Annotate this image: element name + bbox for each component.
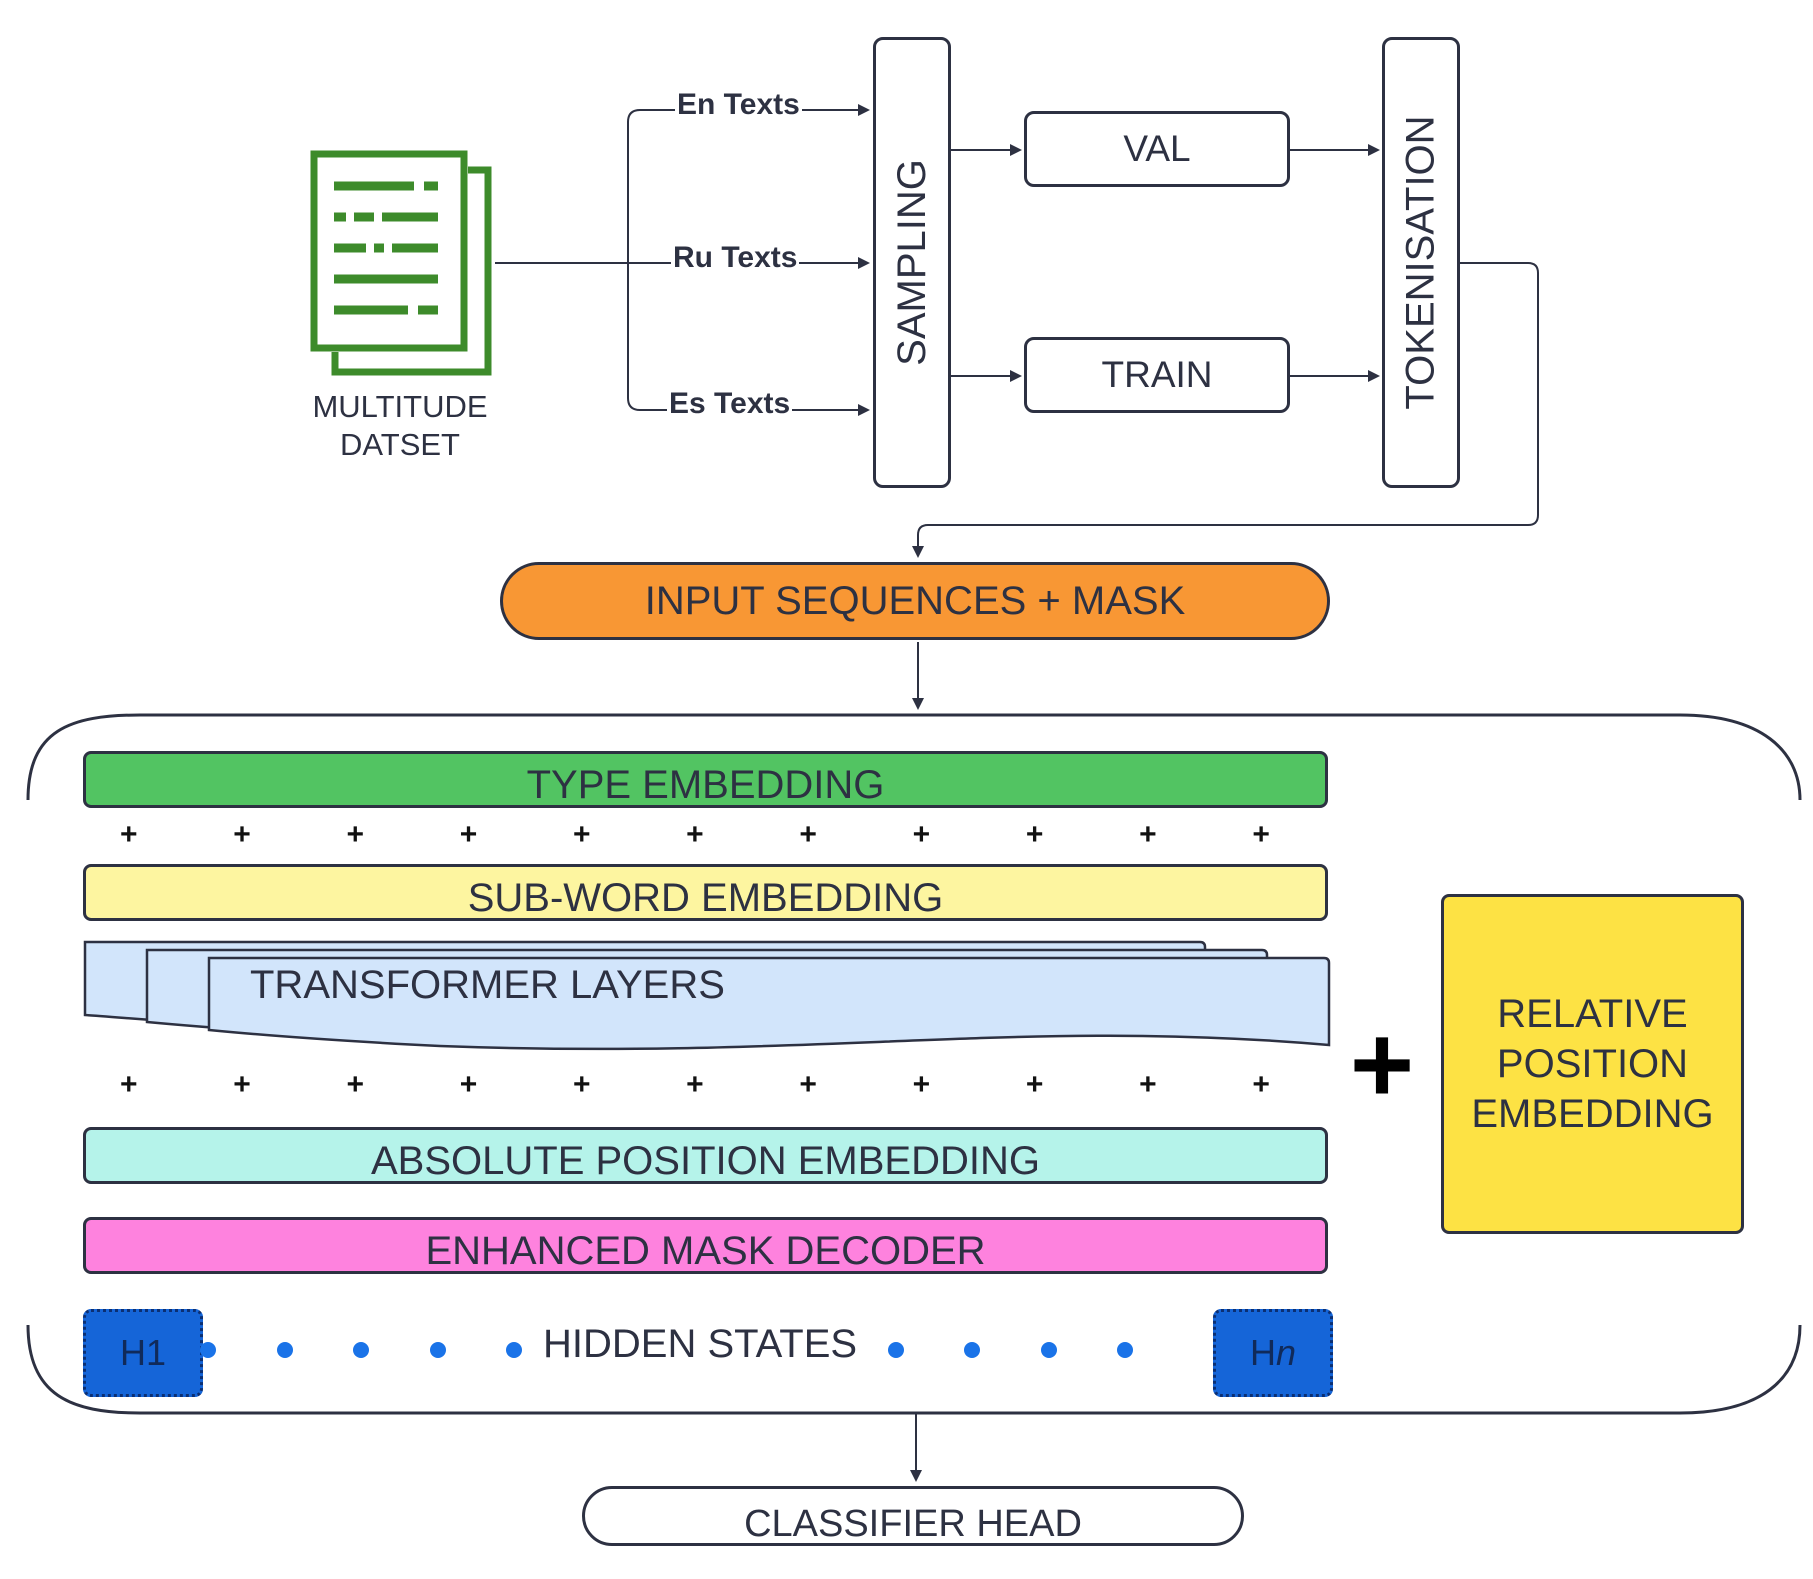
hidden-state-dot [277, 1342, 293, 1358]
hn-suffix: n [1275, 1332, 1297, 1373]
dataset-label: MULTITUDE DATSET [290, 388, 510, 464]
input-sequences-box: INPUT SEQUENCES + MASK [500, 562, 1330, 640]
model-container-top [26, 713, 1802, 801]
plus-sign: + [120, 818, 138, 851]
hidden-state-dot [1117, 1342, 1133, 1358]
plus-row-top: + + + + + + + + + + + [120, 818, 1270, 852]
plus-sign: + [1252, 1068, 1270, 1101]
plus-sign: + [346, 1068, 364, 1101]
plus-row-bottom: + + + + + + + + + + + [120, 1068, 1270, 1102]
relative-line2: POSITION [1496, 1042, 1689, 1086]
enhanced-mask-decoder-bar: ENHANCED MASK DECODER [83, 1217, 1328, 1274]
plus-sign: + [686, 1068, 704, 1101]
es-texts-label: Es Texts [667, 387, 793, 421]
sampling-box: SAMPLING [873, 37, 951, 488]
document-stack-icon [310, 150, 492, 376]
plus-sign: + [459, 1068, 478, 1101]
model-container-bottom [26, 1324, 1802, 1415]
hidden-state-dot [506, 1342, 522, 1358]
plus-sign: + [799, 818, 817, 851]
tokenisation-box: TOKENISATION [1382, 37, 1460, 488]
plus-sign: + [1139, 818, 1157, 851]
transformer-layer-front [207, 956, 1331, 1051]
plus-sign: + [1252, 818, 1270, 851]
hidden-state-h1: H1 [83, 1309, 203, 1397]
hidden-state-dot [964, 1342, 980, 1358]
plus-sign: + [1139, 1068, 1157, 1101]
big-plus-sign: + [1349, 1003, 1415, 1126]
dataset-label-line2: DATSET [340, 427, 460, 462]
plus-sign: + [233, 1068, 251, 1101]
tokenisation-label: TOKENISATION [1398, 115, 1443, 410]
hidden-states-label: HIDDEN STATES [543, 1322, 858, 1366]
ru-texts-label: Ru Texts [671, 241, 800, 275]
plus-sign: + [912, 1068, 931, 1101]
plus-sign: + [686, 818, 704, 851]
train-box: TRAIN [1024, 337, 1290, 413]
transformer-layers-label: TRANSFORMER LAYERS [250, 963, 725, 1007]
hidden-state-dot [1041, 1342, 1057, 1358]
hidden-state-dot [353, 1342, 369, 1358]
plus-sign: + [1025, 1068, 1044, 1101]
plus-sign: + [346, 818, 364, 851]
plus-sign: + [799, 1068, 817, 1101]
relative-position-box: RELATIVE POSITION EMBEDDING [1441, 894, 1744, 1234]
classifier-head-box: CLASSIFIER HEAD [582, 1486, 1244, 1546]
hidden-state-dot [200, 1342, 216, 1358]
plus-sign: + [912, 818, 931, 851]
plus-sign: + [120, 1068, 138, 1101]
hn-prefix: H [1249, 1332, 1276, 1373]
plus-sign: + [233, 818, 251, 851]
sampling-label: SAMPLING [889, 159, 934, 366]
plus-sign: + [1025, 818, 1044, 851]
en-texts-label: En Texts [675, 88, 802, 122]
relative-line3: EMBEDDING [1471, 1092, 1714, 1136]
plus-sign: + [572, 1068, 591, 1101]
hidden-state-dot [888, 1342, 904, 1358]
type-embedding-bar: TYPE EMBEDDING [83, 751, 1328, 808]
subword-embedding-bar: SUB-WORD EMBEDDING [83, 864, 1328, 921]
relative-line1: RELATIVE [1497, 992, 1688, 1036]
dataset-label-line1: MULTITUDE [312, 389, 488, 424]
plus-sign: + [572, 818, 591, 851]
hidden-state-dot [430, 1342, 446, 1358]
val-box: VAL [1024, 111, 1290, 187]
arrow-tokenisation-input [912, 262, 1539, 558]
language-branch [627, 109, 641, 411]
absolute-position-bar: ABSOLUTE POSITION EMBEDDING [83, 1127, 1328, 1184]
plus-sign: + [459, 818, 478, 851]
